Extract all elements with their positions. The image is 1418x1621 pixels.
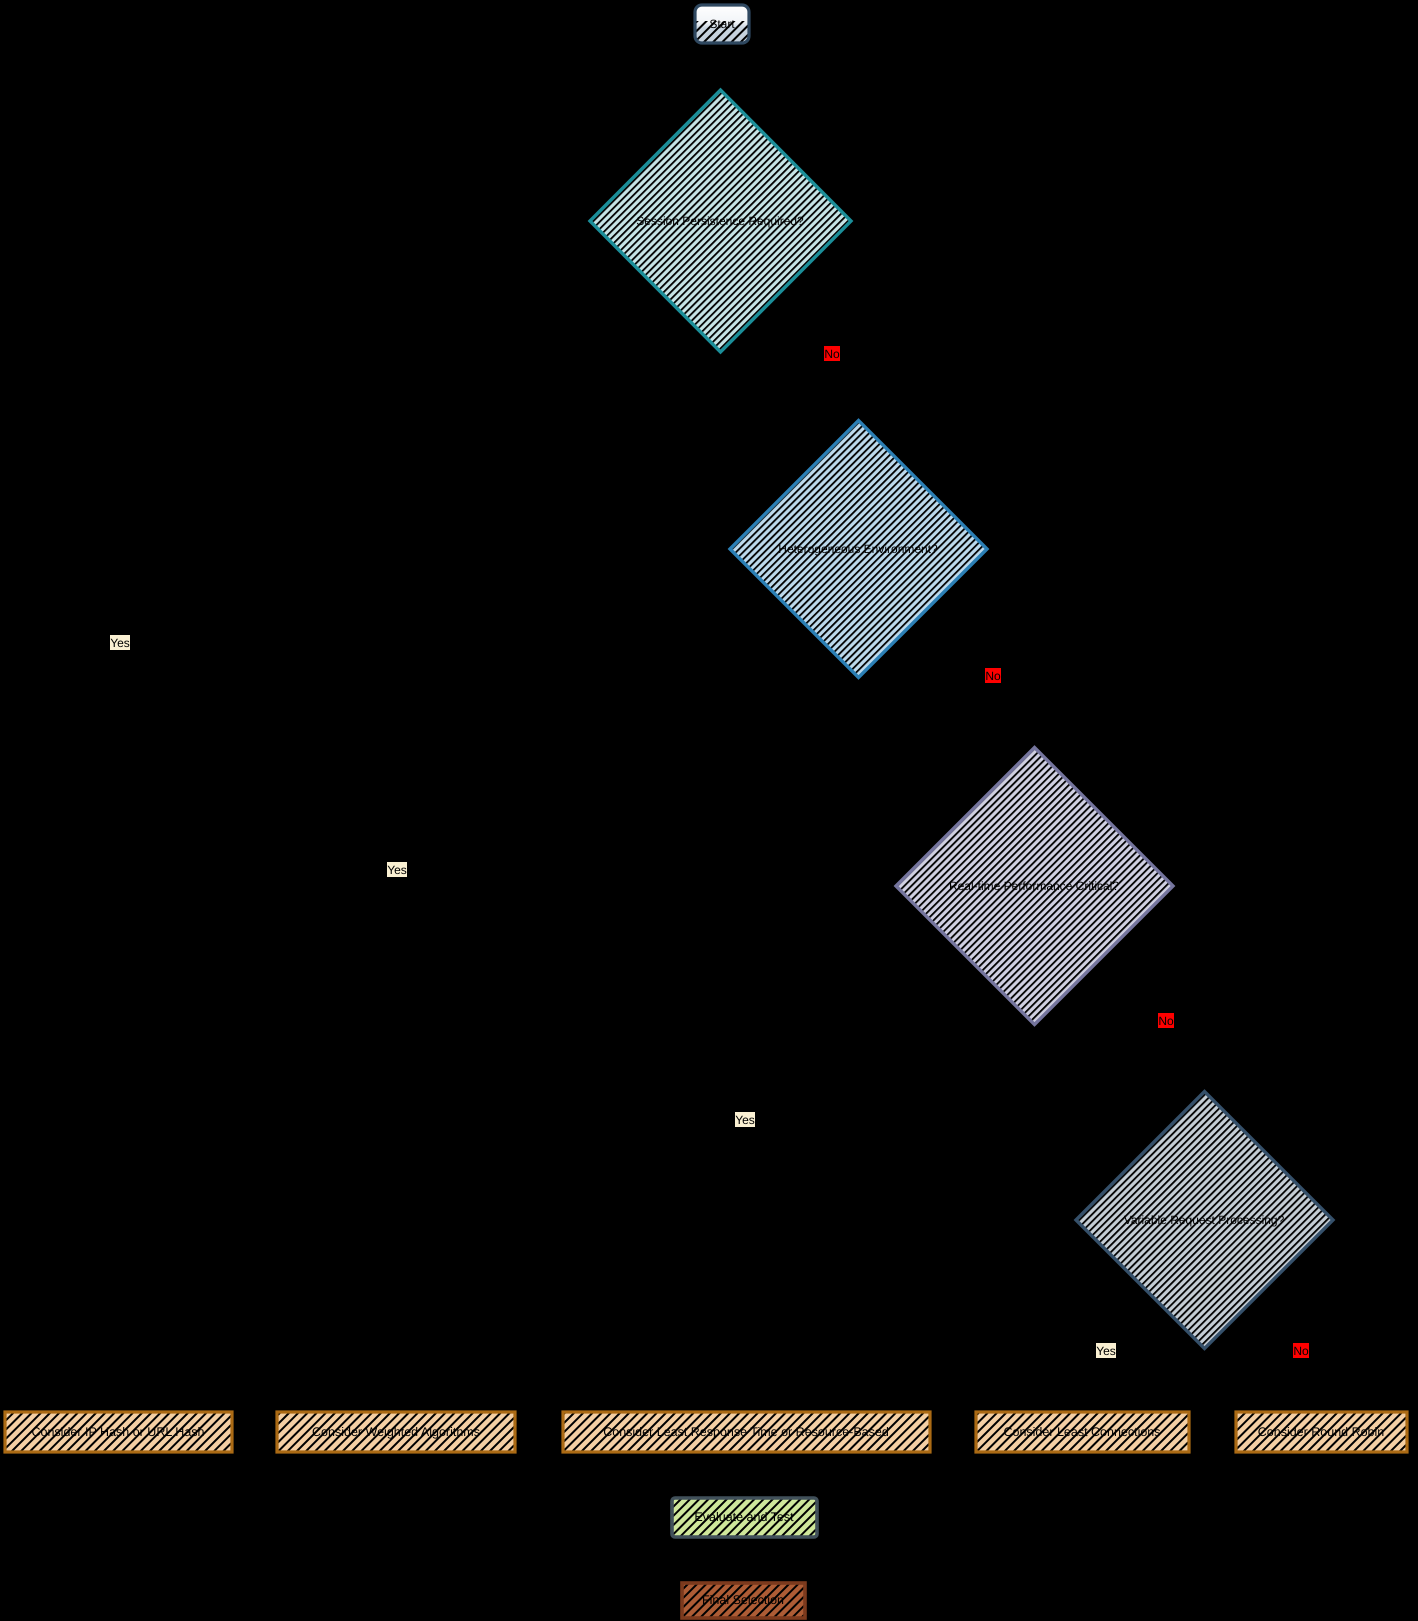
- svg-text:Yes: Yes: [110, 636, 130, 650]
- svg-text:Start: Start: [709, 17, 735, 31]
- svg-text:No: No: [1158, 1014, 1174, 1028]
- svg-text:Consider Least Connections: Consider Least Connections: [1003, 1425, 1160, 1439]
- svg-text:Yes: Yes: [735, 1113, 755, 1127]
- svg-text:No: No: [824, 347, 840, 361]
- svg-text:Yes: Yes: [387, 863, 407, 877]
- svg-text:Consider Round Robin: Consider Round Robin: [1258, 1425, 1385, 1439]
- svg-text:Session Persistence Required?: Session Persistence Required?: [636, 214, 804, 228]
- svg-text:Yes: Yes: [1096, 1344, 1116, 1358]
- svg-text:No: No: [1293, 1344, 1309, 1358]
- svg-text:Real-time Performance Critical: Real-time Performance Critical?: [949, 879, 1119, 893]
- svg-text:Evaluate and Test: Evaluate and Test: [694, 1510, 794, 1524]
- svg-text:No: No: [985, 669, 1001, 683]
- svg-text:Consider Least Response Time o: Consider Least Response Time or Resource…: [603, 1425, 889, 1439]
- svg-text:Consider IP Hash or URL Hash: Consider IP Hash or URL Hash: [32, 1425, 205, 1439]
- svg-text:Consider Weighted Algorithms: Consider Weighted Algorithms: [312, 1425, 480, 1439]
- svg-text:Variable Request Processing?: Variable Request Processing?: [1124, 1213, 1285, 1227]
- svg-text:Final Selection: Final Selection: [702, 1593, 784, 1607]
- svg-text:Heterogeneous Environment?: Heterogeneous Environment?: [778, 542, 938, 556]
